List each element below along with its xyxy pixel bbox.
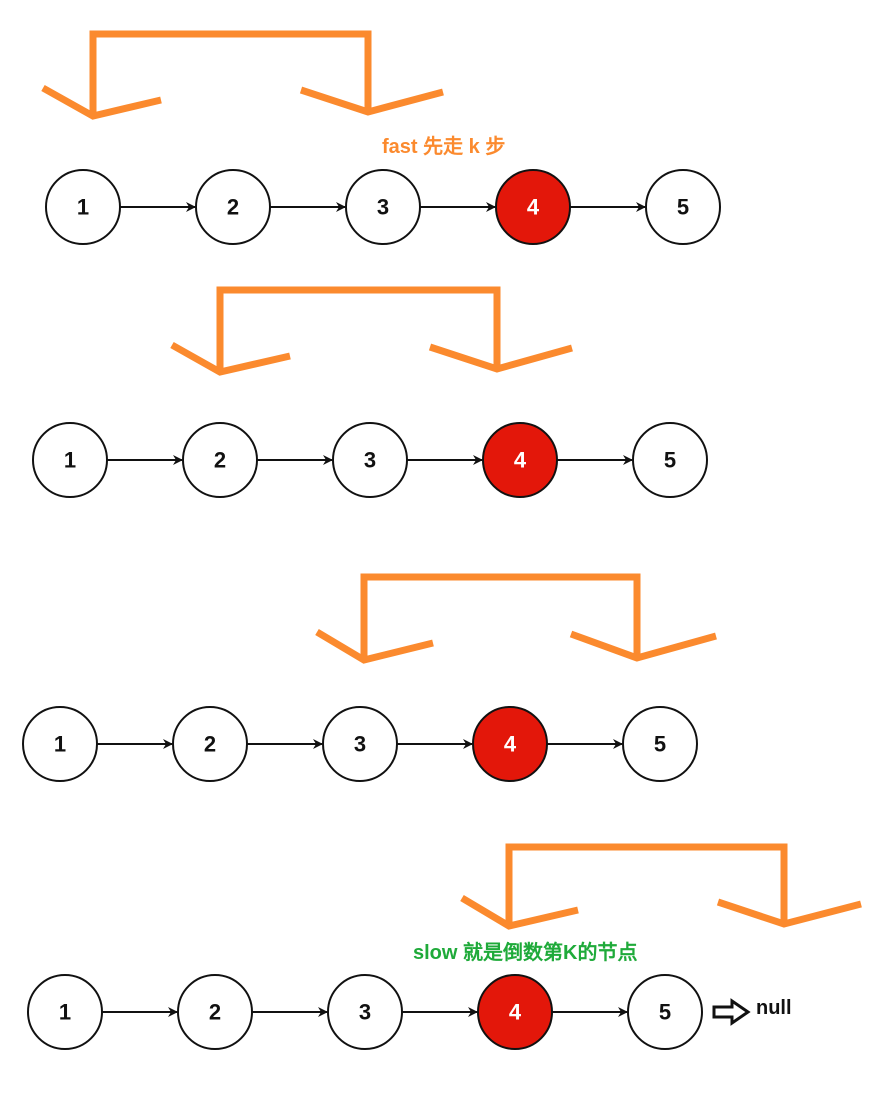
svg-text:2: 2 [204, 732, 216, 757]
step-3-node-4: 4 [472, 706, 548, 782]
step-3-bracket [315, 573, 717, 664]
step-4-annotation: slow 就是倒数第K的节点 [413, 940, 637, 964]
svg-text:5: 5 [664, 448, 676, 473]
svg-text:4: 4 [527, 195, 540, 220]
step-1-annotation: fast 先走 k 步 [382, 134, 505, 158]
svg-text:3: 3 [377, 195, 389, 220]
step-4-node-1: 1 [27, 974, 103, 1050]
step-2-node-5: 5 [632, 422, 708, 498]
null-label: null [756, 997, 792, 1019]
svg-text:1: 1 [64, 448, 76, 473]
step-4: slow 就是倒数第K的节点 1 2 3 4 5 null [27, 843, 862, 1050]
step-1: fast 先走 k 步 1 2 3 4 5 [41, 30, 721, 245]
step-1-node-4: 4 [495, 169, 571, 245]
svg-text:5: 5 [654, 732, 666, 757]
svg-text:3: 3 [359, 1000, 371, 1025]
svg-text:4: 4 [514, 448, 527, 473]
step-3-node-1: 1 [22, 706, 98, 782]
step-3: 1 2 3 4 5 [22, 573, 717, 782]
svg-text:2: 2 [227, 195, 239, 220]
step-4-node-2: 2 [177, 974, 253, 1050]
step-4-bracket [460, 843, 862, 930]
step-2: 1 2 3 4 5 [32, 286, 708, 498]
step-1-node-3: 3 [345, 169, 421, 245]
step-2-node-2: 2 [182, 422, 258, 498]
svg-text:2: 2 [209, 1000, 221, 1025]
svg-text:3: 3 [364, 448, 376, 473]
svg-text:5: 5 [659, 1000, 671, 1025]
step-1-node-2: 2 [195, 169, 271, 245]
svg-text:2: 2 [214, 448, 226, 473]
step-3-node-3: 3 [322, 706, 398, 782]
svg-text:4: 4 [504, 732, 517, 757]
svg-text:1: 1 [59, 1000, 71, 1025]
step-2-node-3: 3 [332, 422, 408, 498]
step-4-node-3: 3 [327, 974, 403, 1050]
svg-text:4: 4 [509, 1000, 522, 1025]
step-4-node-4: 4 [477, 974, 553, 1050]
step-3-node-5: 5 [622, 706, 698, 782]
svg-text:1: 1 [77, 195, 89, 220]
step-2-bracket [170, 286, 573, 376]
step-3-node-2: 2 [172, 706, 248, 782]
svg-text:5: 5 [677, 195, 689, 220]
null-arrow-icon [712, 998, 751, 1026]
svg-text:3: 3 [354, 732, 366, 757]
step-2-node-4: 4 [482, 422, 558, 498]
svg-text:1: 1 [54, 732, 66, 757]
step-1-node-5: 5 [645, 169, 721, 245]
step-4-node-5: 5 [627, 974, 703, 1050]
step-2-node-1: 1 [32, 422, 108, 498]
step-1-node-1: 1 [45, 169, 121, 245]
step-1-bracket [41, 30, 444, 120]
